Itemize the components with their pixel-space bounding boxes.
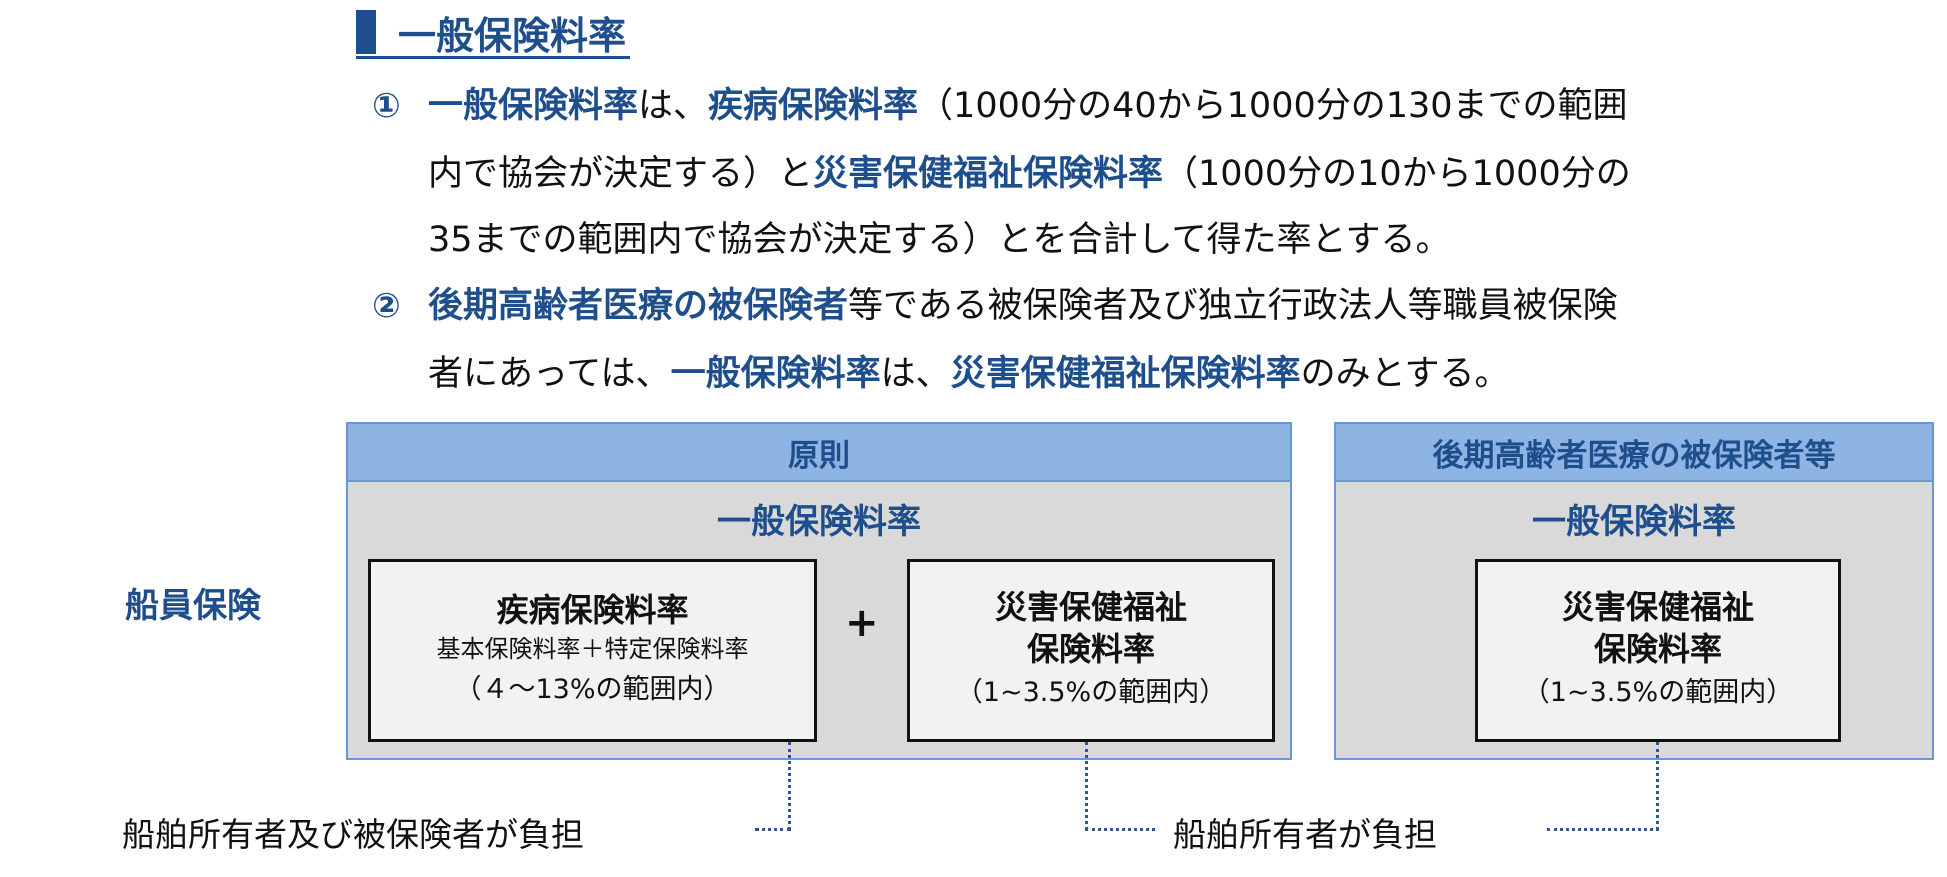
disaster-rate-box: 災害保健福祉 保険料率 （1~3.5%の範囲内） [907, 559, 1275, 742]
burden-both-label: 船舶所有者及び被保険者が負担 [122, 815, 584, 854]
rule-number: ① [372, 86, 401, 126]
elderly-disaster-rate-box: 災害保健福祉 保険料率 （1~3.5%の範囲内） [1475, 559, 1841, 742]
rule-text: 内で協会が決定する）と [428, 154, 814, 194]
rule-text: （1000分の10から1000分の [1163, 154, 1631, 194]
heading-title: 一般保険料率 [398, 13, 627, 58]
disease-rate-detail: 基本保険料率＋特定保険料率 [436, 634, 749, 663]
rule-line: 内で協会が決定する）と災害保健福祉保険料率（1000分の10から1000分の [428, 152, 1631, 196]
disease-rate-box: 疾病保険料率 基本保険料率＋特定保険料率 （４～13%の範囲内） [368, 559, 817, 742]
rule-text: は、 [880, 354, 951, 394]
rule-line: 者にあっては、一般保険料率は、災害保健福祉保険料率のみとする。 [428, 352, 1510, 396]
connector-line [1656, 742, 1659, 830]
connector-line [788, 742, 791, 830]
heading-bar-marker [356, 10, 376, 54]
principle-header: 原則 [348, 424, 1290, 482]
section-heading: 一般保険料率 [356, 8, 631, 59]
connector-line [1547, 828, 1659, 831]
principle-general-rate: 一般保険料率 [717, 502, 921, 542]
rule-line: 後期高齢者医療の被保険者等である被保険者及び独立行政法人等職員被保険 [428, 284, 1618, 328]
elderly-disaster-range: （1~3.5%の範囲内） [1522, 676, 1794, 708]
disaster-rate-title-2: 保険料率 [1026, 629, 1155, 668]
rule-text: は、 [638, 86, 709, 126]
emphasized-term: 災害保健福祉保険料率 [950, 354, 1301, 394]
rule-line: 35までの範囲内で協会が決定する）とを合計して得た率とする。 [428, 218, 1450, 262]
connector-line [755, 828, 791, 831]
emphasized-term: 一般保険料率 [428, 86, 639, 126]
rule-text: 者にあっては、 [428, 354, 671, 394]
emphasized-term: 災害保健福祉保険料率 [813, 154, 1164, 194]
disaster-rate-range: （1~3.5%の範囲内） [955, 676, 1227, 708]
rule-text: 等である被保険者及び独立行政法人等職員被保険 [848, 286, 1618, 326]
rule-text: 35までの範囲内で協会が決定する）とを合計して得た率とする。 [428, 220, 1451, 260]
emphasized-term: 疾病保険料率 [708, 86, 919, 126]
disease-rate-title: 疾病保険料率 [496, 590, 689, 629]
disease-rate-range: （４～13%の範囲内） [454, 673, 731, 705]
rule-number: ② [372, 286, 401, 326]
connector-line [1085, 742, 1088, 830]
rule-text: （1000分の40から1000分の130までの範囲 [918, 86, 1628, 126]
disaster-rate-title-1: 災害保健福祉 [994, 587, 1187, 626]
plus-sign: + [845, 600, 879, 646]
connector-line [1085, 828, 1155, 831]
rule-line: 一般保険料率は、疾病保険料率（1000分の40から1000分の130までの範囲 [428, 84, 1628, 128]
emphasized-term: 後期高齢者医療の被保険者 [428, 286, 849, 326]
elderly-disaster-title-2: 保険料率 [1593, 629, 1722, 668]
elderly-general-rate: 一般保険料率 [1532, 502, 1736, 542]
burden-owner-label: 船舶所有者が負担 [1173, 815, 1437, 854]
rule-text: のみとする。 [1300, 354, 1510, 394]
elderly-disaster-title-1: 災害保健福祉 [1561, 587, 1754, 626]
elderly-header: 後期高齢者医療の被保険者等 [1336, 424, 1932, 482]
emphasized-term: 一般保険料率 [670, 354, 881, 394]
row-label: 船員保険 [125, 586, 261, 626]
